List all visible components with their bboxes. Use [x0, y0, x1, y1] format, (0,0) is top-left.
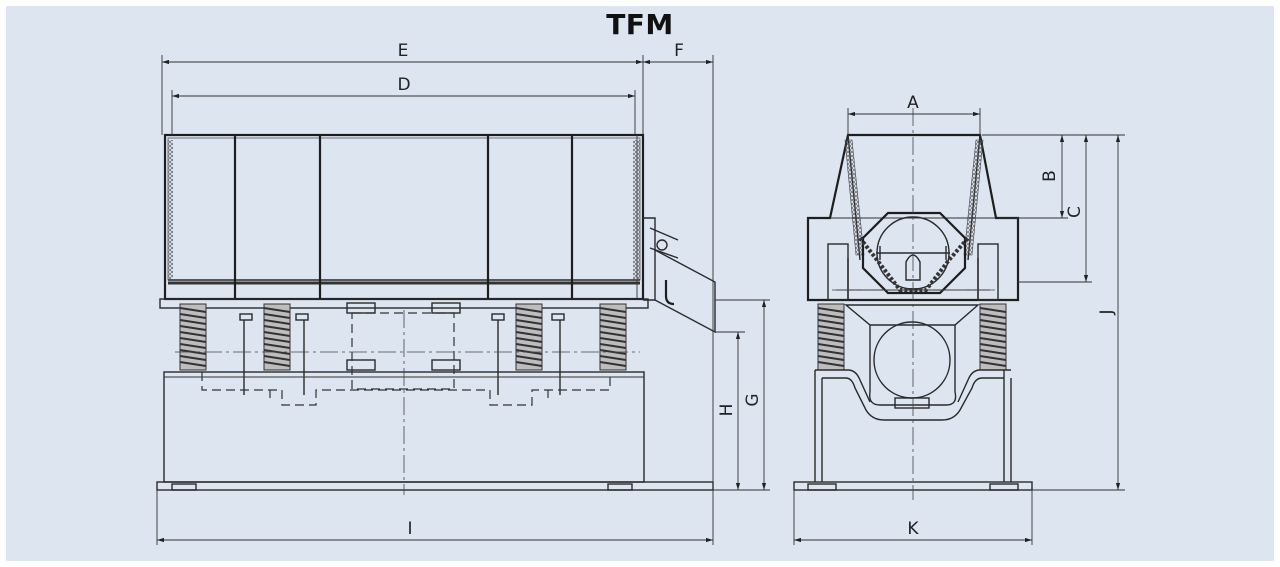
- side-hidden-motor: [201, 312, 611, 406]
- dim-label-I: I: [407, 519, 412, 539]
- dim-label-D: D: [397, 75, 410, 95]
- front-drum: [858, 211, 970, 295]
- front-dimensions: A B C J K: [793, 93, 1125, 545]
- side-spring-1: [179, 303, 207, 371]
- dim-label-G: G: [743, 393, 763, 406]
- side-spring-3: [515, 303, 543, 371]
- front-view: [793, 108, 1033, 500]
- dim-label-C: C: [1065, 206, 1085, 218]
- dim-label-H: H: [717, 404, 737, 417]
- side-brackets: [239, 302, 565, 395]
- dim-label-E: E: [398, 41, 409, 61]
- side-spring-4: [599, 303, 627, 371]
- front-spring-right: [979, 303, 1007, 371]
- side-base-plate: [156, 481, 714, 491]
- side-view: [156, 133, 716, 495]
- dim-label-F: F: [674, 41, 684, 61]
- drawing-title: TFM: [606, 8, 674, 41]
- dim-label-B: B: [1040, 170, 1060, 182]
- side-flange: [159, 298, 649, 309]
- side-spring-2: [263, 303, 291, 371]
- front-hopper-body: [806, 133, 1020, 302]
- front-spring-left: [817, 303, 845, 371]
- dim-label-A: A: [907, 93, 919, 113]
- side-outlet-spout: [643, 217, 716, 334]
- dim-label-K: K: [907, 519, 919, 539]
- front-stand-legs: [814, 370, 1012, 482]
- side-dimensions: E F D I H G: [156, 41, 770, 545]
- dim-label-J: J: [1097, 309, 1117, 315]
